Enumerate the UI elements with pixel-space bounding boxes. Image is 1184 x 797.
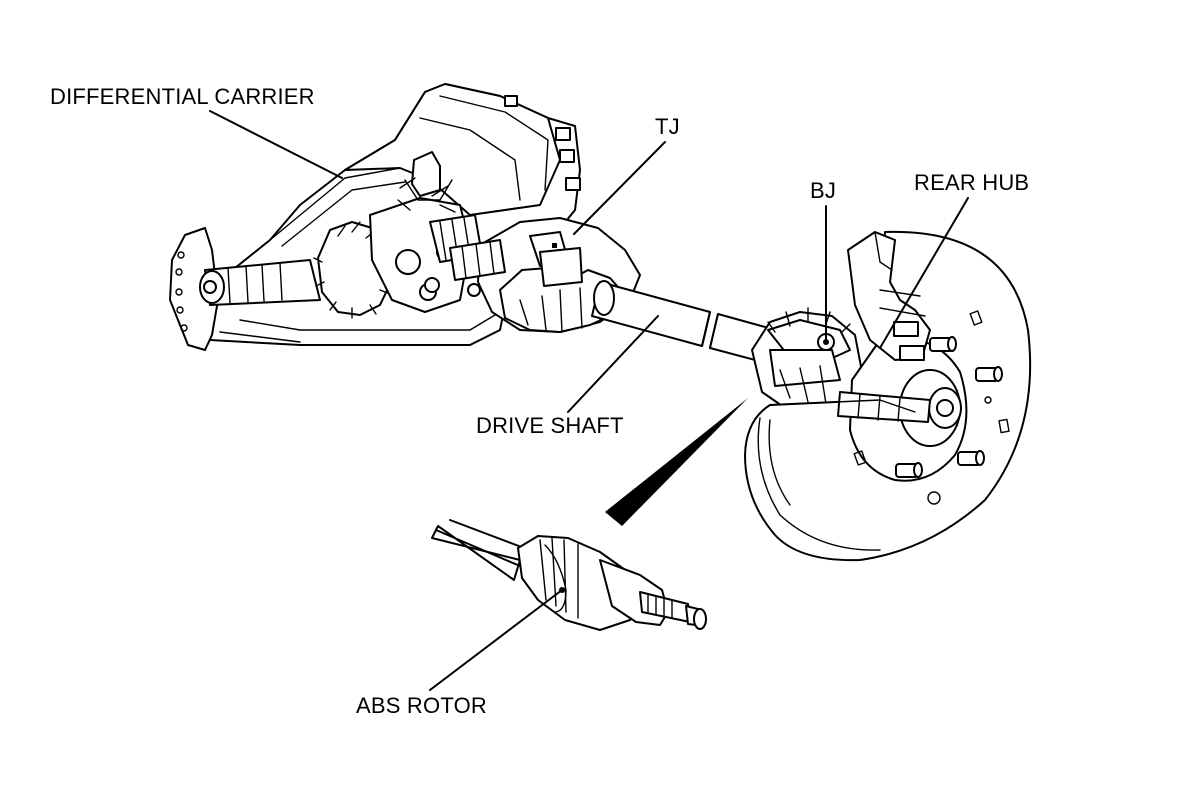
abs-rotor-detail-drawing: [431, 519, 707, 631]
detail-pointer-wedge: [605, 398, 748, 526]
leader-tj: [573, 141, 666, 235]
label-drive-shaft: DRIVE SHAFT: [476, 413, 624, 438]
label-differential-carrier: DIFFERENTIAL CARRIER: [50, 84, 315, 109]
leader-drive-shaft: [567, 315, 659, 413]
tripod-joint-drawing: [449, 217, 641, 333]
label-abs-rotor: ABS ROTOR: [356, 693, 487, 718]
leader-differential-carrier: [209, 110, 343, 179]
leader-abs-rotor: [429, 589, 563, 691]
label-bj: BJ: [810, 178, 837, 203]
rear-hub-drawing: [744, 230, 1032, 562]
label-rear-hub: REAR HUB: [914, 170, 1030, 195]
leader-lines: [209, 110, 969, 691]
label-tj: TJ: [655, 114, 680, 139]
leader-rear-hub: [879, 197, 969, 349]
drive-shaft-drawing: [591, 280, 777, 365]
